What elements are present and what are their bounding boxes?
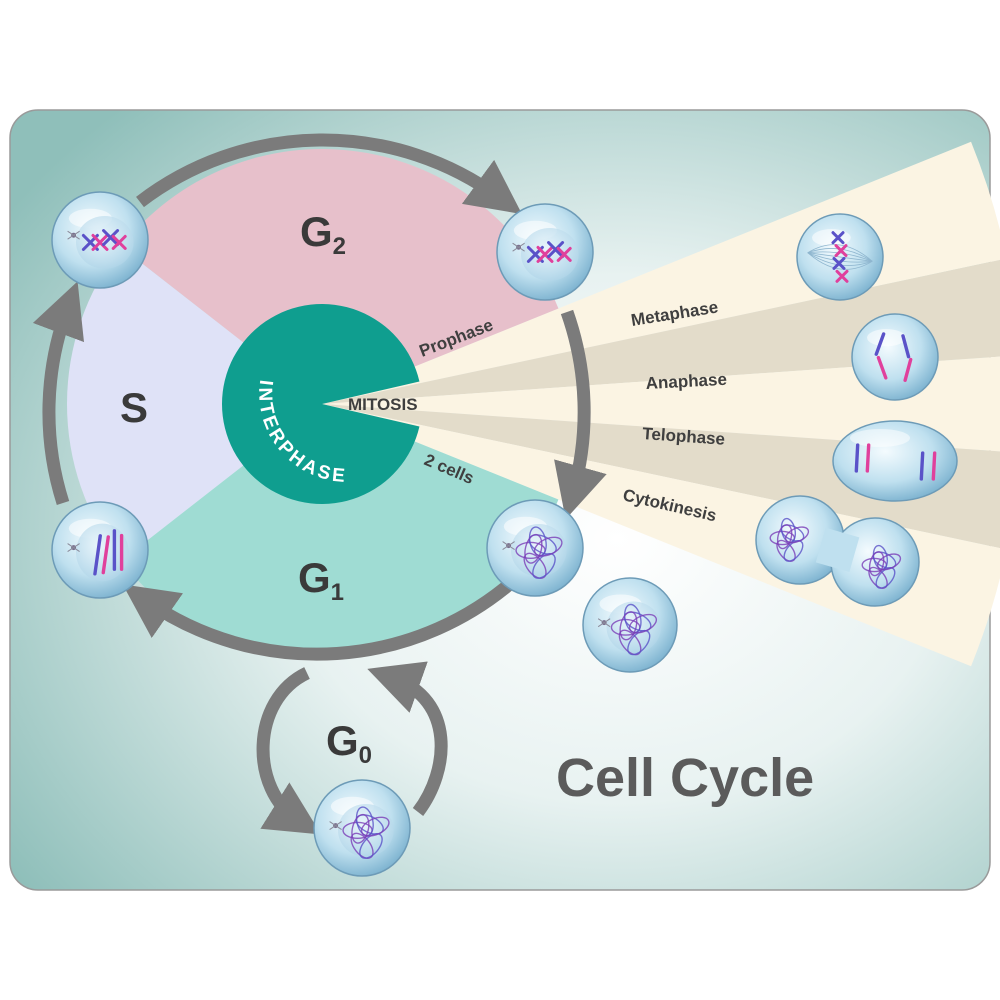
s-phase-wedge — [67, 247, 322, 561]
cell-g0 — [313, 779, 411, 877]
g2-phase-wedge — [121, 148, 559, 404]
cell-metaphase — [796, 213, 884, 301]
cell-daughter — [582, 577, 678, 673]
g1-label: G1 — [298, 554, 344, 606]
s-label: S — [120, 384, 148, 431]
cell-g2-mitosis — [496, 203, 594, 301]
interphase-hub — [221, 304, 420, 505]
fan-band-prophase — [322, 141, 1000, 404]
fan-band-cytokinesis — [322, 404, 1000, 667]
fan-band-anaphase — [322, 356, 1000, 452]
g0-label: G0 — [326, 717, 372, 769]
diagram-title: Cell Cycle — [556, 748, 814, 808]
fan-band-telophase — [322, 404, 1000, 549]
cells-layer — [51, 191, 958, 877]
arrow-g1-to-s — [32, 281, 85, 505]
arrow-g0-loop-out — [256, 667, 322, 835]
cycle-arrows — [32, 133, 607, 835]
cell-mitosis-g1 — [486, 499, 584, 597]
cell-telophase — [832, 420, 958, 502]
stage-label-anaphase: Anaphase — [645, 370, 727, 393]
g2-label: G2 — [300, 208, 346, 260]
cell-s-g2 — [51, 191, 149, 289]
g1-phase-wedge — [121, 404, 559, 659]
mitosis-label: MITOSIS — [348, 395, 418, 414]
arrow-g0-loop-in — [367, 661, 448, 816]
arrow-s-to-g2 — [136, 133, 523, 215]
cell-cytokinesis — [755, 495, 920, 607]
cell-anaphase — [851, 313, 939, 401]
arrow-mitosis-to-g1 — [122, 570, 525, 661]
arrow-g2-to-mitosis — [554, 309, 607, 520]
cell-g1-s — [51, 501, 149, 599]
mitosis-fan — [322, 141, 1000, 667]
fan-band-metaphase — [322, 259, 1000, 404]
